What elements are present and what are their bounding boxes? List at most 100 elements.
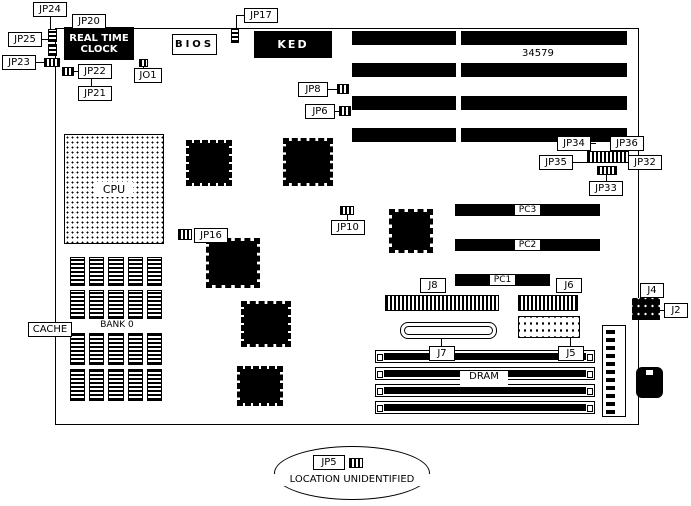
cache-callout: CACHE xyxy=(28,322,72,337)
bios-chip: BIOS xyxy=(172,34,217,55)
jp32-callout: JP32 xyxy=(628,155,662,170)
rtc-chip: REAL TIME CLOCK xyxy=(64,27,134,60)
qfp-chip xyxy=(283,138,333,186)
leader-line xyxy=(236,15,237,29)
simm-clip xyxy=(587,354,593,361)
leader-line xyxy=(36,62,44,63)
j5-connector xyxy=(518,316,580,338)
cache-chip xyxy=(146,257,162,286)
isa-slot-2-segment-a xyxy=(352,63,456,77)
leader-line xyxy=(143,66,144,69)
cache-chip xyxy=(70,333,86,365)
leader-line xyxy=(441,339,442,346)
simm-slot-bar xyxy=(384,353,586,360)
qfp-chip xyxy=(389,209,433,253)
jp5-callout: JP5 xyxy=(313,455,345,470)
jp8-jumper xyxy=(337,84,349,94)
cache-chip xyxy=(146,369,162,401)
j7-callout: J7 xyxy=(429,346,455,361)
leader-line xyxy=(50,17,51,29)
isa-slot-4-segment-a xyxy=(352,128,456,142)
pc2-label: PC2 xyxy=(518,240,537,250)
cache-bank-upper xyxy=(70,257,162,319)
j2-callout: J2 xyxy=(664,303,688,318)
rtc-label-line2: CLOCK xyxy=(80,43,118,55)
cache-chip xyxy=(127,369,143,401)
leader-line xyxy=(236,15,244,16)
cache-chip xyxy=(108,257,124,286)
jp17-callout: JP17 xyxy=(244,8,278,23)
cache-chip xyxy=(70,257,86,286)
cpu-label: CPU xyxy=(94,181,134,197)
pc3-connector: PC3 xyxy=(455,204,600,216)
j6-connector xyxy=(518,295,578,311)
simm-clip xyxy=(377,388,383,395)
leader-line xyxy=(347,215,348,221)
isa-slot-4-segment-b xyxy=(461,128,627,142)
j6-callout: J6 xyxy=(556,278,582,293)
j7-connector-inner xyxy=(404,326,493,335)
cache-chip xyxy=(70,290,86,319)
jo1-callout: JO1 xyxy=(134,68,162,83)
leader-line xyxy=(606,175,607,181)
cache-bank-lower xyxy=(70,333,162,401)
jp6-jumper xyxy=(339,106,351,116)
qfp-chip xyxy=(186,140,232,186)
j4-callout: J4 xyxy=(640,283,664,298)
part-number: 34579 xyxy=(522,48,554,60)
pc1-label: PC1 xyxy=(493,275,512,285)
jp35-callout: JP35 xyxy=(539,155,573,170)
pc2-connector: PC2 xyxy=(455,239,600,251)
isa-slot-1-segment-b xyxy=(461,31,627,45)
cache-chip xyxy=(108,369,124,401)
pc2-connector-segment xyxy=(456,240,515,250)
simm-clip xyxy=(587,388,593,395)
cache-chip xyxy=(70,369,86,401)
jp25-jumper xyxy=(48,44,57,56)
jp24-callout: JP24 xyxy=(33,2,67,17)
isa-slot-3-segment-b xyxy=(461,96,627,110)
ked-chip: KED xyxy=(254,31,332,58)
power-connector xyxy=(602,325,626,417)
simm-slot-bar xyxy=(384,404,586,411)
qfp-chip xyxy=(206,238,260,288)
jp21-callout: JP21 xyxy=(78,86,112,101)
jp10-callout: JP10 xyxy=(331,220,365,235)
jp23-jumper xyxy=(44,58,60,67)
isa-slot-1-segment-a xyxy=(352,31,456,45)
leader-line xyxy=(335,111,340,112)
leader-line xyxy=(591,143,596,144)
jp20-callout: JP20 xyxy=(72,14,106,29)
jp23-callout: JP23 xyxy=(2,55,36,70)
pc3-label: PC3 xyxy=(518,205,537,215)
jp33-callout: JP33 xyxy=(589,181,623,196)
leader-line xyxy=(573,162,587,163)
j4-j2-connector xyxy=(632,298,660,320)
simm-slot-4 xyxy=(375,401,595,414)
cache-chip xyxy=(146,333,162,365)
jp10-jumper xyxy=(340,206,354,215)
qfp-chip xyxy=(237,366,283,406)
cache-chip xyxy=(89,257,105,286)
leader-line xyxy=(328,89,337,90)
simm-clip xyxy=(377,405,383,412)
power-connector-pins xyxy=(606,328,615,414)
simm-clip xyxy=(377,354,383,361)
pc1-connector-segment xyxy=(456,275,490,285)
jp22-callout: JP22 xyxy=(78,64,112,79)
pc1-connector-segment xyxy=(515,275,549,285)
simm-clip xyxy=(587,371,593,378)
jp16-jumper xyxy=(178,229,192,240)
cache-chip xyxy=(127,333,143,365)
leader-line xyxy=(660,310,664,311)
jp36-callout: JP36 xyxy=(610,136,644,151)
simm-slot-bar xyxy=(384,387,586,394)
pc1-connector: PC1 xyxy=(455,274,550,286)
ked-label: KED xyxy=(277,38,309,51)
cache-chip xyxy=(89,290,105,319)
leader-line xyxy=(570,338,571,346)
j5-callout: J5 xyxy=(558,346,584,361)
jp22-jumper xyxy=(62,67,74,76)
keyboard-din-connector xyxy=(636,367,663,398)
